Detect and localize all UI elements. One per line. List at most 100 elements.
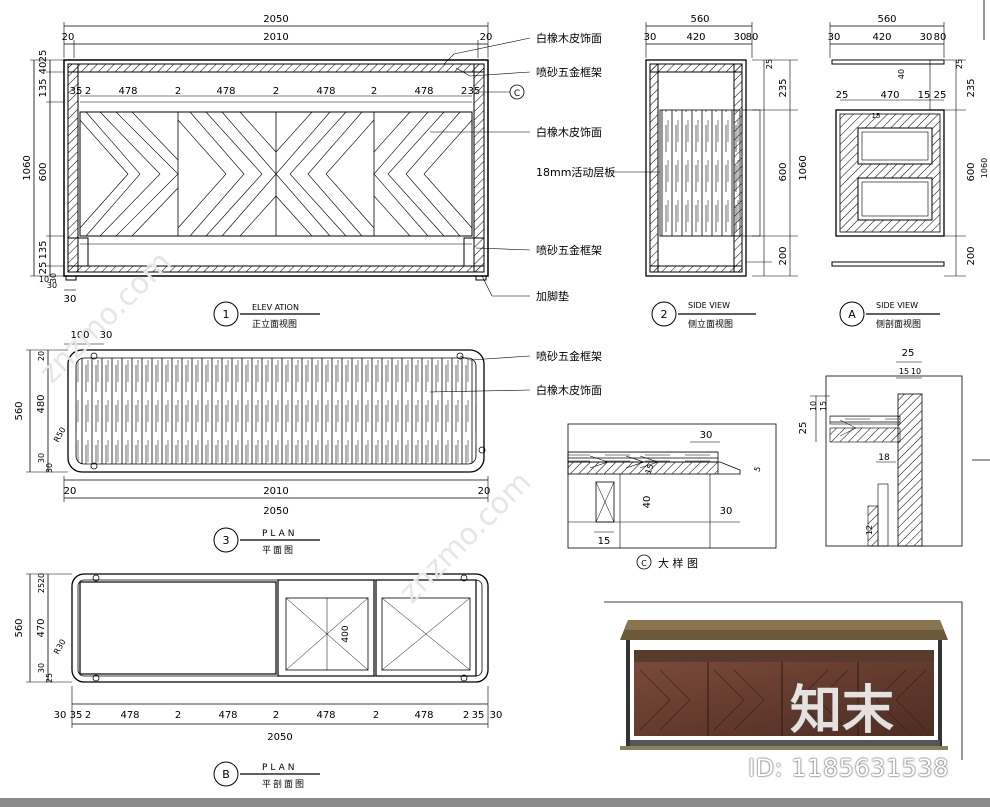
detail2-dim-12: 12 <box>865 525 874 535</box>
plan-section-dim-door1: 478 <box>120 710 139 721</box>
label-sandblast-frame-1: 喷砂五金框架 <box>536 65 602 79</box>
front-dim-labels: 2050 2010 20 20 1060 25 40 135 600 135 2… <box>22 14 520 330</box>
plan-section-dim-door3: 478 <box>316 710 335 721</box>
plan-view <box>26 343 531 553</box>
plan-section-dim-f2: 35 <box>472 710 485 721</box>
plan-dim-d1: 30 <box>37 453 46 463</box>
front-dim-lower: 135 <box>38 240 49 259</box>
plan-section-dim-e1: 30 <box>54 710 67 721</box>
label-oak-veneer-1: 白橡木皮饰面 <box>536 31 602 45</box>
plan-dim-inner: 2010 <box>263 486 288 497</box>
detail2-dim-10v: 10 <box>809 401 818 411</box>
plan-section-dim-g3: 2 <box>373 710 379 721</box>
section-dim-inner-l: 25 <box>836 90 849 101</box>
front-dim-base4: 30 <box>47 281 57 290</box>
plan-section-dim-e3: 2 <box>85 710 91 721</box>
plan-section-dim-door2: 478 <box>218 710 237 721</box>
detail-dim-5: 5 <box>753 465 763 473</box>
bottom-bar <box>0 798 990 807</box>
front-dim-door1: 478 <box>118 86 137 97</box>
section-dim-total: 560 <box>877 14 896 25</box>
plan-section-dim-e2: 35 <box>70 710 83 721</box>
side-dim-r2: 235 <box>778 78 789 97</box>
section-dim-c: 30 <box>920 32 933 43</box>
side-title-cn: 侧立面视图 <box>688 318 733 330</box>
side-dim-r1: 25 <box>765 59 774 69</box>
front-dim-door2: 478 <box>216 86 235 97</box>
detail-dim-15b: 15 <box>598 536 611 547</box>
detail2-dim-25v: 25 <box>798 422 809 435</box>
section-dim-inner-r1: 15 <box>918 90 931 101</box>
front-dim-upper: 135 <box>38 78 49 97</box>
label-shelf: 18mm活动层板 <box>536 165 615 179</box>
label-oak-veneer-2: 白橡木皮饰面 <box>536 125 602 139</box>
front-dim-top2: 40 <box>38 62 49 75</box>
plan-dim-l: 20 <box>64 486 77 497</box>
plan-section-title-en: PLAN <box>262 763 298 773</box>
front-dim-left: 20 <box>62 32 75 43</box>
plan-section-dim-d1: 20 <box>37 573 46 583</box>
side-view-number: 2 <box>661 308 668 321</box>
side-dim-h: 1060 <box>798 155 809 180</box>
section-dim-a: 30 <box>828 32 841 43</box>
material-labels: 白橡木皮饰面 喷砂五金框架 白橡木皮饰面 18mm活动层板 喷砂五金框架 加脚垫… <box>536 31 615 397</box>
detail-dim-40: 40 <box>642 496 653 509</box>
plan-section-dim-depth: 560 <box>14 618 25 637</box>
front-dim-gap3: 2 <box>371 86 377 97</box>
section-view-number: A <box>848 308 856 321</box>
plan-section-view-number: B <box>222 768 230 781</box>
front-dim-base3: 30 <box>49 273 58 283</box>
detail-dim-labels: 30 5 15 40 30 15 C 大 样 图 <box>598 430 763 570</box>
section-dim-r3: 600 <box>966 162 977 181</box>
plan-dim-d3: 30 <box>45 463 54 473</box>
plan-dim-top1: 100 <box>70 330 89 341</box>
front-dim-foot: 30 <box>64 294 77 305</box>
front-dim-gap2: 2 <box>273 86 279 97</box>
front-title-cn: 正立面视图 <box>252 318 297 330</box>
plan-section-dim-d5: 25 <box>45 673 54 683</box>
side-dim-r4: 200 <box>778 246 789 265</box>
side-title-en: SIDE VIEW <box>688 301 730 310</box>
plan-section-dim-d3: 470 <box>36 618 47 637</box>
detail2-dim-18: 18 <box>878 453 890 463</box>
plan-title-cn: 平面图 <box>262 545 295 556</box>
plan-section-dim-radius: R30 <box>52 638 68 656</box>
side-view <box>645 22 798 327</box>
detail-view-number: C <box>641 559 647 568</box>
side-dim-d: 80 <box>746 32 759 43</box>
front-dim-total: 2050 <box>263 14 288 25</box>
plan-section-dim-f1: 2 <box>463 710 469 721</box>
section-dim-inner: 470 <box>880 90 899 101</box>
front-dim-edge-l2: 2 <box>85 86 91 97</box>
plan-section-view <box>26 573 489 787</box>
render-preview <box>604 601 963 760</box>
detail-title-cn: 大 样 图 <box>658 556 698 570</box>
detail2-dim-labels: 25 15 10 25 10 15 18 12 <box>798 348 921 535</box>
front-dim-door3: 478 <box>316 86 335 97</box>
front-dim-base1: 25 <box>38 262 49 275</box>
detail2-dim-15v: 15 <box>819 401 828 411</box>
plan-section-dim-box: 400 <box>341 625 351 642</box>
label-foot-pad: 加脚垫 <box>536 289 569 303</box>
label-sandblast-frame-2: 喷砂五金框架 <box>536 243 602 257</box>
section-dim-small2: 15 <box>872 112 881 120</box>
front-dim-edge-r: 2 <box>461 86 467 97</box>
side-dim-total: 560 <box>690 14 709 25</box>
detail2-dim-25: 25 <box>902 348 915 359</box>
detail-dim-15a: 15 <box>644 463 656 476</box>
front-title-en: ELEV ATION <box>252 303 299 312</box>
front-dim-inner: 2010 <box>263 32 288 43</box>
plan-section-title-cn: 平剖面图 <box>262 778 306 790</box>
front-dim-right: 20 <box>480 32 493 43</box>
plan-dim-d4: 20 <box>37 351 46 361</box>
detail2-dim-15: 15 <box>899 367 909 376</box>
plan-section-dim-d4: 30 <box>37 663 46 673</box>
section-dim-h: 1060 <box>980 158 989 178</box>
front-elevation <box>30 22 531 327</box>
side-dim-labels: 560 30 420 30 80 25 235 600 200 1060 2 S… <box>644 14 809 330</box>
section-dim-d: 80 <box>934 32 947 43</box>
front-dim-edge-r2: 35 <box>468 86 481 97</box>
plan-dim-total: 2050 <box>263 506 288 517</box>
plan-section-dim-d2: 25 <box>37 583 46 593</box>
front-dim-top: 25 <box>38 50 49 63</box>
